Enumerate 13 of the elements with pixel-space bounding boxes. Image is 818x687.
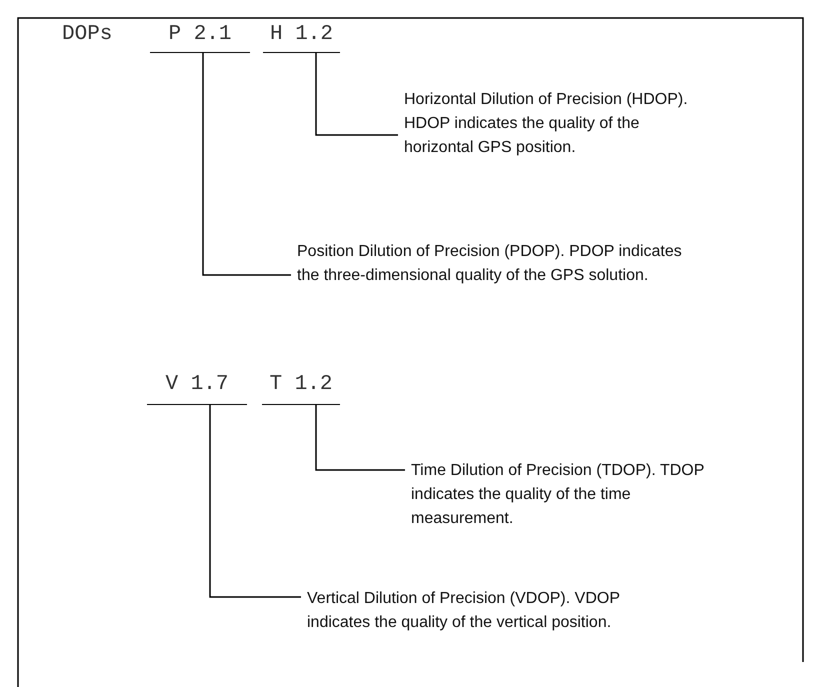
display-value: P 2.1 <box>150 20 250 53</box>
display-label: DOPs <box>62 22 112 48</box>
display-value: H 1.2 <box>263 20 340 53</box>
description-text: Vertical Dilution of Precision (VDOP). VDOP indicates the quality of the vertical position. <box>307 587 677 635</box>
leader-line <box>202 53 291 276</box>
description-text: Horizontal Dilution of Precision (HDOP). HDOP indicates the quality of the horizontal GPS position. <box>404 88 704 160</box>
description-text: Time Dilution of Precision (TDOP). TDOP indicates the quality of the time measurement. <box>411 459 711 531</box>
leader-line <box>209 405 301 598</box>
display-value: V 1.7 <box>147 370 247 405</box>
leader-line <box>315 53 398 136</box>
display-value: T 1.2 <box>262 370 340 405</box>
leader-line <box>315 405 405 471</box>
description-text: Position Dilution of Precision (PDOP). PDOP indicates the three-dimensional quality of the GPS solution. <box>297 240 687 288</box>
